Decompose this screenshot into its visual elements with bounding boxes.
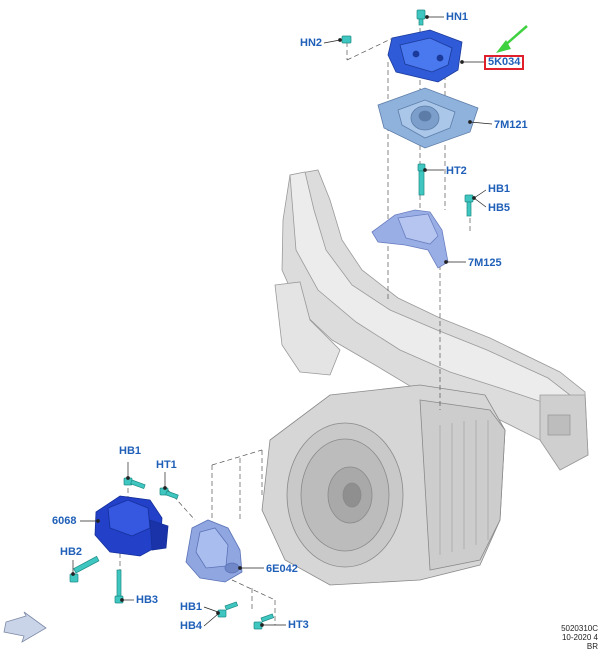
footer-reference: 5020310C 10-2020 4 BR — [561, 624, 598, 649]
bolt-ht1-icon — [159, 487, 179, 500]
callout-7m125: 7M125 — [468, 257, 502, 269]
callout-hb1-top: HB1 — [488, 183, 511, 195]
bracket-5k034[interactable] — [387, 29, 463, 83]
footer-ref-suffix: BR — [586, 642, 598, 649]
bracket-6e042[interactable] — [185, 519, 243, 583]
callout-6e042: 6E042 — [266, 563, 298, 575]
footer-ref-date: 10-2020 4 — [561, 633, 598, 642]
bolt-hn1-icon — [416, 9, 426, 26]
bracket-7m125[interactable] — [371, 209, 449, 269]
nut-hn2-icon — [341, 35, 352, 44]
callout-5k034-highlighted[interactable]: 5K034 — [484, 55, 525, 70]
footer-ref-code: 5020310C — [561, 624, 598, 633]
callout-6068: 6068 — [52, 515, 77, 527]
callout-ht1: HT1 — [156, 459, 177, 471]
callout-ht3: HT3 — [288, 619, 309, 631]
callout-hn1: HN1 — [446, 11, 469, 23]
leader-lines — [71, 15, 493, 627]
bolt-hb1-left-icon — [123, 477, 146, 489]
stud-ht2-icon — [417, 163, 426, 196]
bolt-hb2-icon — [69, 555, 100, 583]
bolts — [69, 9, 474, 630]
callout-hb3: HB3 — [136, 594, 159, 606]
body-frame-rail — [274, 169, 589, 471]
callout-ht2: HT2 — [446, 165, 467, 177]
bolt-hb1-hb5-icon — [464, 194, 474, 217]
callout-hb4: HB4 — [180, 620, 203, 632]
callout-hb1-left: HB1 — [119, 445, 142, 457]
bolt-ht3-icon — [253, 613, 275, 630]
transmission-mount-6068[interactable] — [94, 495, 169, 557]
bolt-hb1-hb4-icon — [217, 601, 239, 618]
callout-hb2: HB2 — [60, 546, 83, 558]
callout-hb1-bottom: HB1 — [180, 601, 203, 613]
callout-7m121: 7M121 — [494, 119, 528, 131]
green-pointer-arrow-icon — [496, 25, 528, 53]
callout-hn2: HN2 — [300, 37, 323, 49]
callout-hb5: HB5 — [488, 202, 511, 214]
view-direction-arrow-icon — [3, 611, 47, 643]
transmission — [261, 384, 506, 586]
bolt-hb3-icon — [114, 569, 124, 604]
engine-mount-7m121[interactable] — [377, 87, 479, 149]
